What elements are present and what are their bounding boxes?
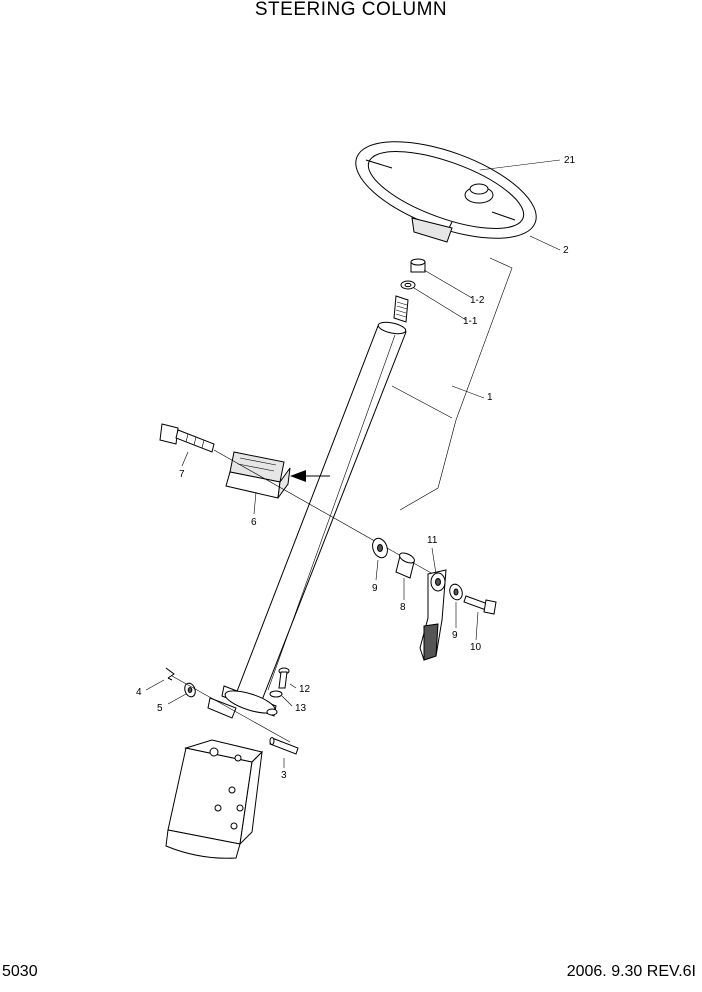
washer-part-9-right	[449, 583, 463, 601]
lower-axis	[171, 675, 291, 743]
page-number: 5030	[2, 963, 38, 980]
steering-unit-orbitrol	[165, 739, 263, 859]
callout-3: 3	[281, 770, 287, 781]
tilt-lever-part-11	[419, 569, 447, 661]
callout-9-left: 9	[372, 583, 378, 594]
cotter-pin-part-4	[165, 667, 175, 681]
callout-8: 8	[400, 602, 406, 613]
page-title: STEERING COLUMN	[254, 0, 448, 20]
callout-4: 4	[136, 687, 142, 698]
callout-5: 5	[157, 703, 163, 714]
arrow-head	[290, 470, 306, 482]
callout-6: 6	[251, 517, 257, 528]
steering-wheel	[355, 141, 537, 243]
callout-11: 11	[427, 535, 438, 546]
callout-10: 10	[470, 642, 482, 653]
callout-1-1: 1-1	[463, 316, 478, 327]
leader-lines	[145, 159, 561, 768]
nut-part-1-2	[410, 258, 426, 273]
callout-12: 12	[299, 684, 311, 695]
bolt-part-10	[463, 595, 497, 615]
steering-column-tube	[235, 295, 409, 701]
washer-part-9-left	[372, 537, 388, 559]
callout-13: 13	[295, 703, 307, 714]
bolt-part-12	[278, 667, 290, 689]
revision-date: 2006. 9.30 REV.6I	[566, 963, 696, 980]
callout-7: 7	[179, 469, 185, 480]
washer-part-1-1	[400, 280, 416, 290]
callout-9-right: 9	[452, 630, 458, 641]
bolt-part-7	[159, 423, 215, 453]
lower-bracket	[207, 685, 278, 719]
washer-part-5	[184, 682, 196, 698]
callout-1: 1	[487, 392, 493, 403]
spacer-part-8	[395, 552, 415, 579]
housing-outline	[391, 257, 513, 511]
washer-part-13	[269, 690, 283, 698]
pin-part-3	[269, 737, 299, 755]
callout-2: 2	[563, 245, 569, 256]
callout-1-2: 1-2	[470, 295, 485, 306]
block-part-6	[225, 451, 291, 499]
callout-21: 21	[564, 155, 576, 166]
